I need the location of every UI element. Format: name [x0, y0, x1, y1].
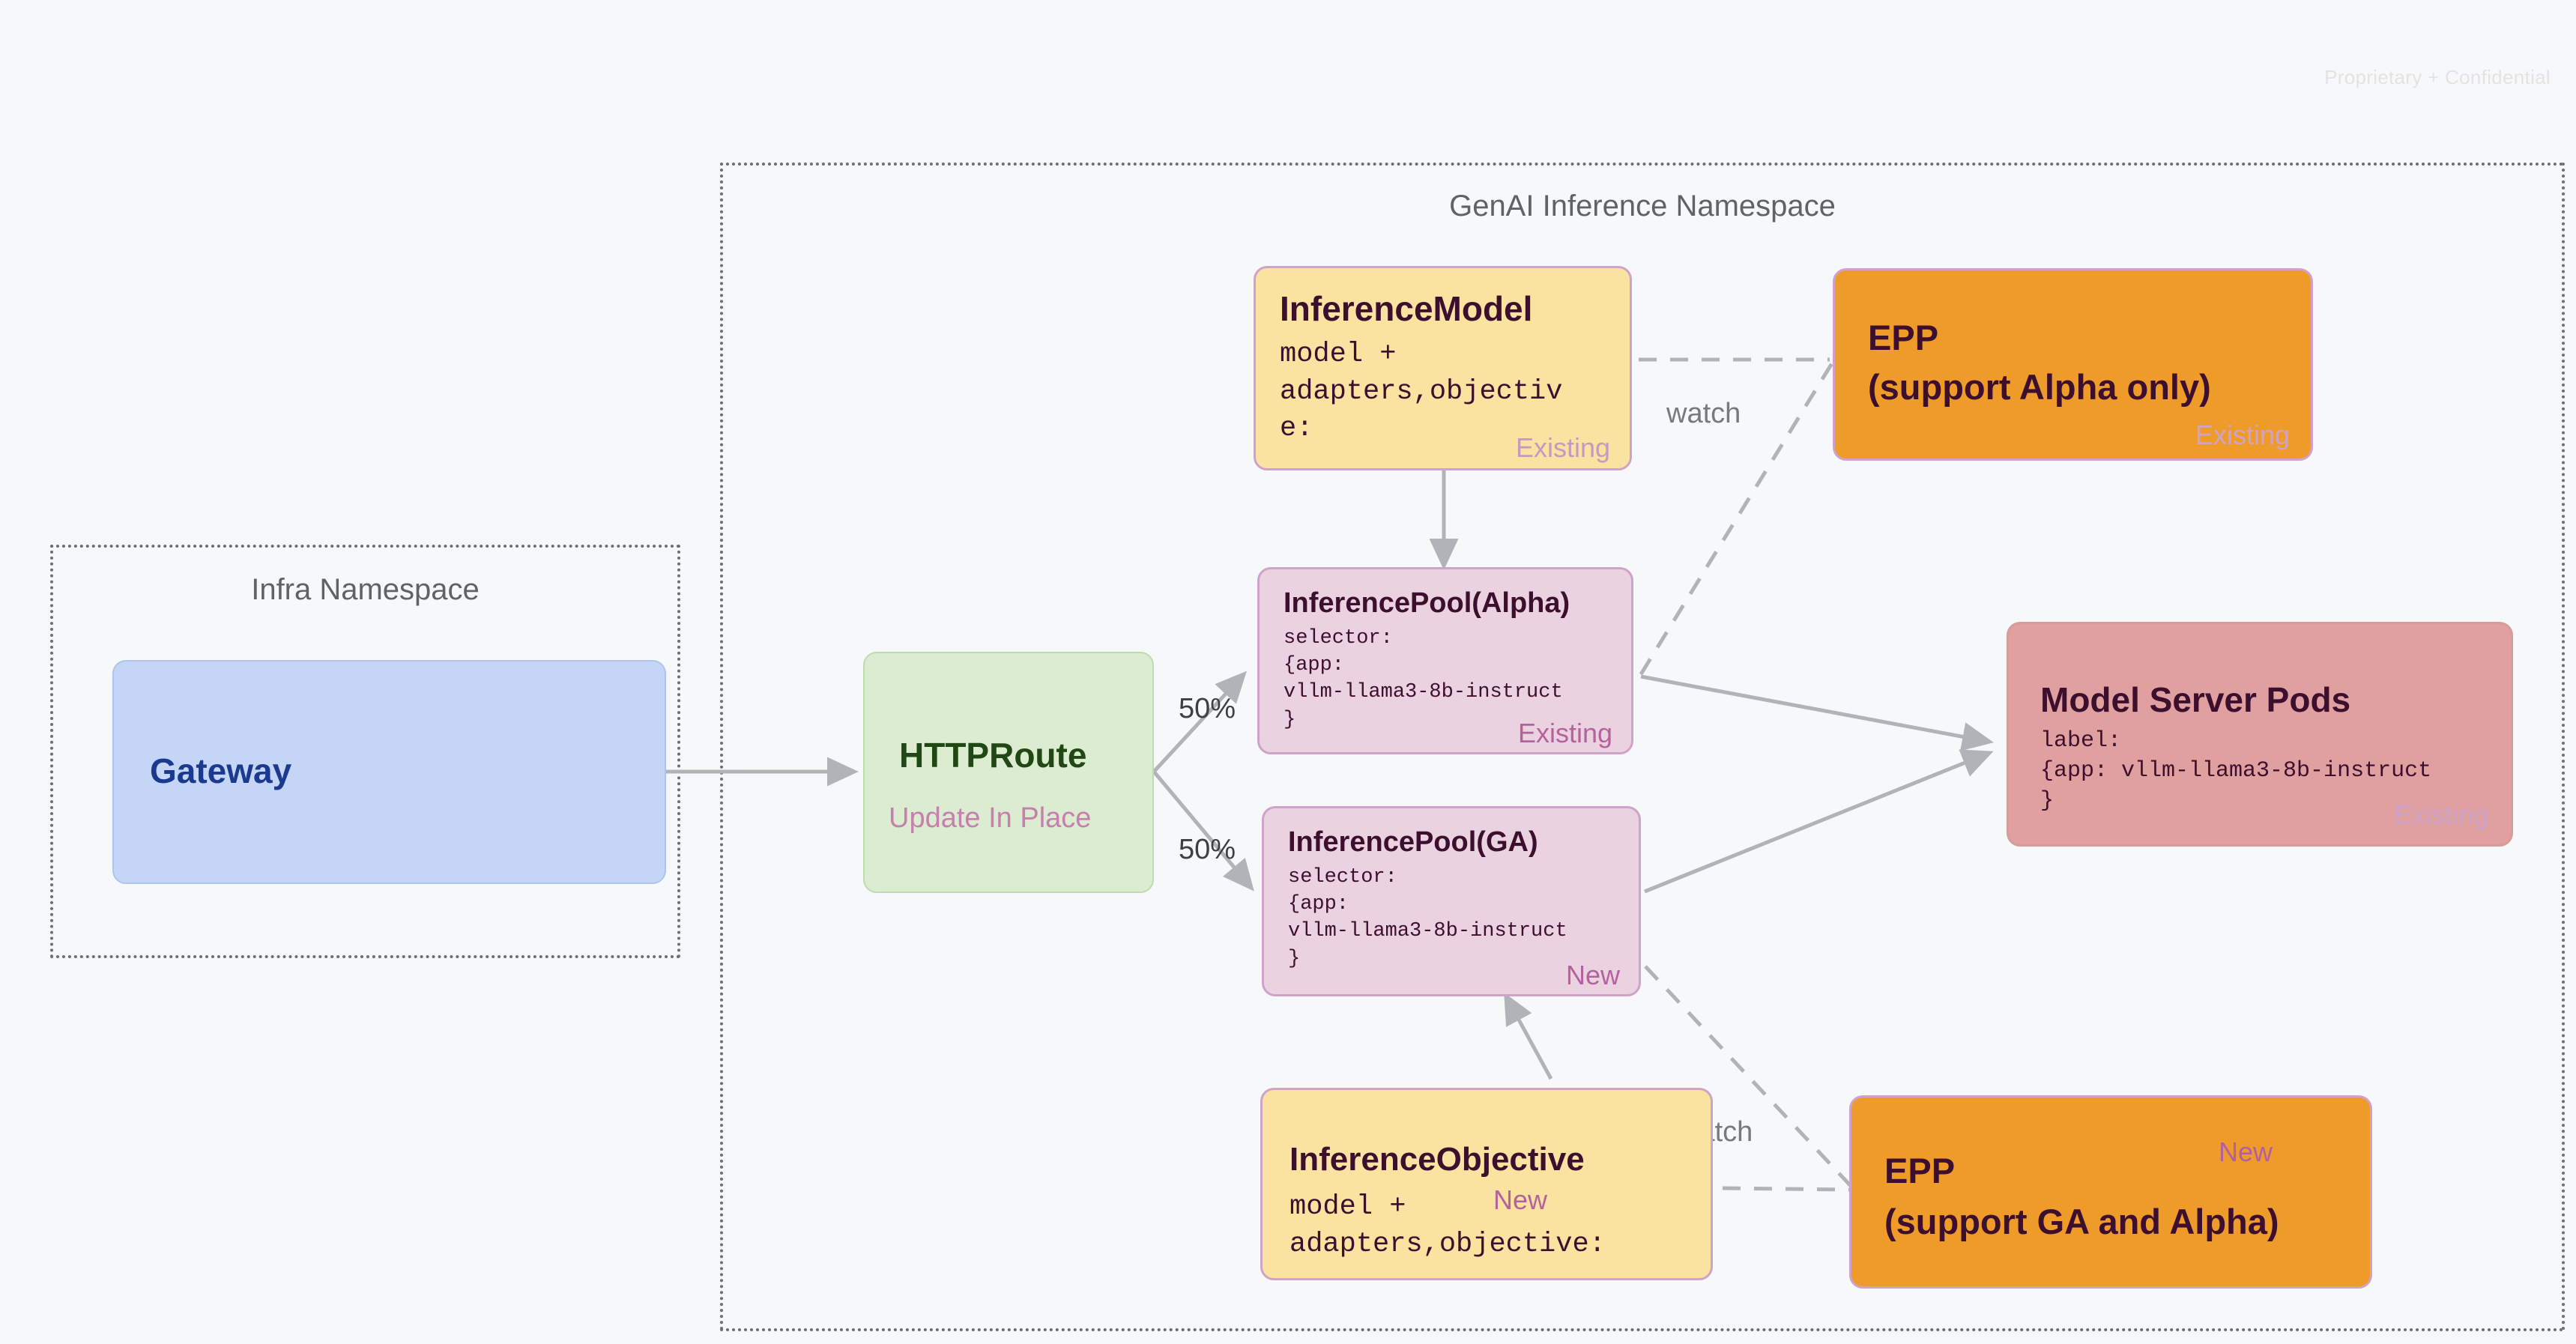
node-model-server-pods-title: Model Server Pods: [2040, 680, 2351, 719]
node-inference-objective-title: InferenceObjective: [1289, 1141, 1585, 1178]
genai-namespace-title: GenAI Inference Namespace: [1449, 190, 1836, 223]
node-epp-ga[interactable]: EPP (support GA and Alpha) New: [1849, 1095, 2372, 1289]
node-inference-pool-ga-body: selector: {app: vllm-llama3-8b-instruct …: [1288, 866, 1567, 970]
node-epp-ga-title-line2: (support GA and Alpha): [1884, 1202, 2279, 1241]
node-httproute-title: HTTPRoute: [899, 736, 1087, 775]
edge-label-split-bottom: 50%: [1179, 834, 1236, 865]
node-epp-alpha-title-line2: (support Alpha only): [1868, 367, 2211, 407]
node-model-server-pods[interactable]: Model Server Pods label: {app: vllm-llam…: [2007, 622, 2513, 847]
node-inference-pool-alpha-status: Existing: [1517, 718, 1612, 748]
node-inference-model-body: model + adapters,objectiv e:: [1280, 339, 1563, 445]
infra-namespace-container: [50, 545, 680, 958]
node-httproute[interactable]: HTTPRoute Update In Place: [863, 652, 1154, 893]
node-epp-alpha-title-line1: EPP: [1868, 318, 1939, 357]
node-epp-ga-status: New: [2219, 1136, 2273, 1167]
node-httproute-subtitle: Update In Place: [889, 802, 1092, 834]
node-inference-pool-alpha-body: selector: {app: vllm-llama3-8b-instruct …: [1284, 627, 1563, 731]
node-epp-alpha[interactable]: EPP (support Alpha only) Existing: [1833, 268, 2313, 461]
node-gateway-title: Gateway: [150, 751, 292, 790]
edge-label-watch-top: watch: [1666, 398, 1741, 429]
edge-label-split-top: 50%: [1179, 693, 1236, 724]
node-inference-pool-alpha-title: InferencePool(Alpha): [1284, 587, 1570, 619]
node-inference-model-status: Existing: [1515, 432, 1610, 463]
node-inference-pool-ga-title: InferencePool(GA): [1288, 826, 1538, 858]
node-inference-pool-ga-status: New: [1565, 960, 1620, 990]
node-inference-pool-ga[interactable]: InferencePool(GA) selector: {app: vllm-l…: [1262, 806, 1641, 996]
node-gateway[interactable]: Gateway: [112, 660, 666, 884]
node-inference-objective[interactable]: InferenceObjective model + adapters,obje…: [1260, 1088, 1713, 1280]
node-epp-alpha-status: Existing: [2195, 420, 2290, 450]
node-inference-model[interactable]: InferenceModel model + adapters,objectiv…: [1254, 266, 1632, 470]
node-inference-objective-body: model + adapters,objective:: [1289, 1191, 1606, 1260]
node-model-server-pods-body: label: {app: vllm-llama3-8b-instruct }: [2040, 728, 2432, 814]
infra-namespace-title: Infra Namespace: [251, 573, 480, 606]
node-inference-model-title: InferenceModel: [1280, 289, 1533, 328]
genai-namespace-container: [720, 163, 2565, 1331]
node-model-server-pods-status: Existing: [2393, 799, 2488, 830]
node-inference-objective-status: New: [1493, 1184, 1548, 1215]
node-epp-ga-title-line1: EPP: [1884, 1151, 1956, 1190]
confidential-notice: Proprietary + Confidential: [2324, 66, 2551, 88]
node-inference-pool-alpha[interactable]: InferencePool(Alpha) selector: {app: vll…: [1257, 567, 1633, 754]
